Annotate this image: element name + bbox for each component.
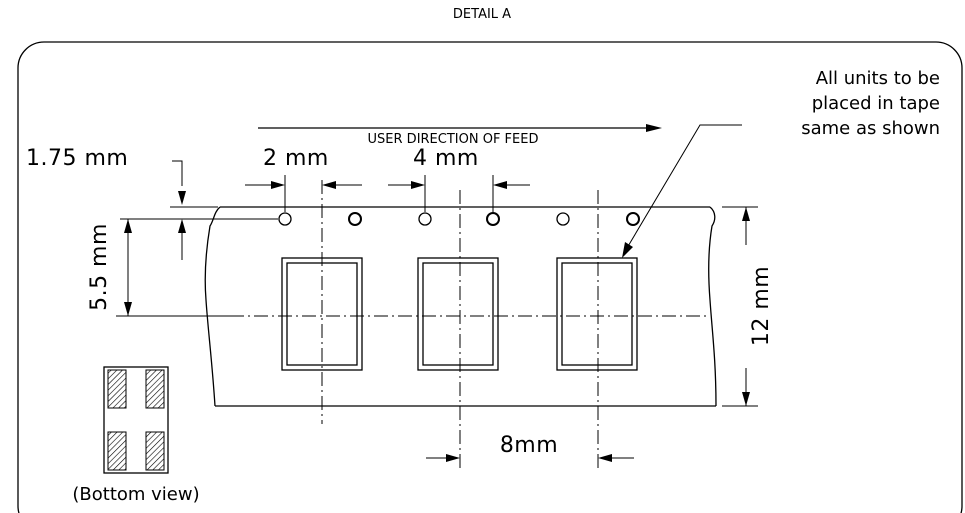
- note-line-3: same as shown: [801, 118, 940, 139]
- hole-pitch-arrowhead-right: [493, 181, 507, 189]
- sprocket-hole: [486, 212, 500, 226]
- tape-width-label: 12 mm: [749, 266, 774, 346]
- bottom-view-component: [103, 366, 169, 474]
- pocket-pitch-label: 8mm: [500, 433, 558, 458]
- sprocket-hole: [626, 212, 640, 226]
- pocket-pitch-arrowhead-right: [598, 454, 612, 462]
- hole-pitch-label: 4 mm: [413, 146, 479, 171]
- hole-pitch-arrowhead-left: [411, 181, 425, 189]
- pocket: [556, 257, 638, 371]
- detail-title: DETAIL A: [453, 7, 511, 22]
- detail-frame: [17, 41, 963, 513]
- sprocket-hole: [278, 212, 292, 226]
- edge-offset-arrowhead-bottom: [178, 219, 186, 233]
- pocket-offset-arrowhead-top: [124, 219, 132, 233]
- note-leader-arrowhead: [622, 242, 633, 258]
- center-lines: [230, 180, 710, 468]
- tape-width-arrowhead-top: [742, 207, 750, 221]
- tape-width-arrowhead-bottom: [742, 392, 750, 406]
- sprocket-holes: [278, 212, 640, 226]
- note-leader-line: [626, 124, 742, 249]
- pocket-offset-label: 5.5 mm: [87, 223, 112, 311]
- hole-to-pocket-arrowhead-right: [322, 181, 336, 189]
- note-line-2: placed in tape: [812, 93, 940, 114]
- edge-offset-label: 1.75 mm: [26, 146, 128, 171]
- feed-direction-arrowhead: [646, 124, 662, 132]
- sprocket-hole: [348, 212, 362, 226]
- pocket: [417, 257, 499, 371]
- sprocket-hole: [556, 212, 570, 226]
- edge-offset-arrowhead-top: [178, 191, 186, 205]
- sprocket-hole: [418, 212, 432, 226]
- note-line-1: All units to be: [816, 68, 940, 89]
- pocket-offset-arrowhead-bottom: [124, 302, 132, 316]
- hole-to-pocket-arrowhead-left: [271, 181, 285, 189]
- bottom-view-label: (Bottom view): [72, 484, 199, 505]
- hole-to-pocket-label: 2 mm: [263, 146, 329, 171]
- edge-offset-leader: [172, 160, 183, 186]
- pocket-pitch-arrowhead-left: [446, 454, 460, 462]
- carrier-tape: [204, 206, 717, 407]
- feed-direction-label: USER DIRECTION OF FEED: [368, 132, 539, 147]
